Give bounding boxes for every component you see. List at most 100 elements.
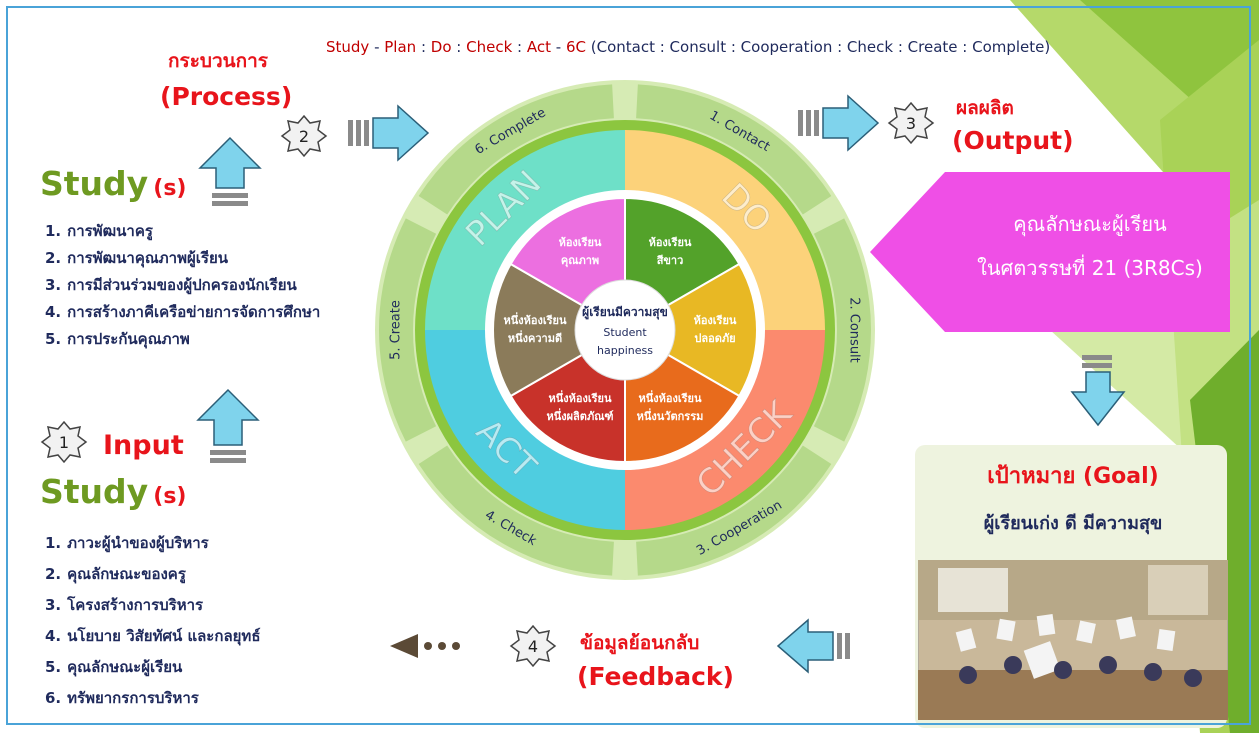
process-thai: กระบวนการ bbox=[168, 50, 269, 72]
list-item-number: 1. bbox=[45, 534, 62, 552]
formula-part: 6C bbox=[565, 38, 586, 56]
list-item-number: 2. bbox=[45, 249, 62, 267]
center-thai: ผู้เรียนมีความสุข bbox=[582, 305, 668, 320]
segment-label-line1: ห้องเรียน bbox=[649, 236, 692, 249]
ring-step-band bbox=[813, 218, 871, 442]
segment-label-line1: ห้องเรียน bbox=[559, 236, 602, 249]
segment-label-line1: หนึ่งห้องเรียน bbox=[503, 312, 566, 327]
list-item-number: 5. bbox=[45, 330, 62, 348]
list-item: 4. นโยบาย วิสัยทัศน์ และกลยุทธ์ bbox=[45, 621, 260, 652]
list-item-text: การพัฒนาครู bbox=[67, 222, 153, 240]
center-en2: happiness bbox=[597, 344, 653, 357]
list-item-number: 4. bbox=[45, 303, 62, 321]
pdca-cycle: ห้องเรียนสีขาวห้องเรียนปลอดภัยหนึ่งห้องเ… bbox=[375, 80, 875, 580]
study-top-list: 1.การพัฒนาครู 2. การพัฒนาคุณภาพผู้เรียน 3. ก… bbox=[45, 218, 320, 353]
step-badge-1-number: 1 bbox=[59, 433, 69, 452]
formula-part: (Contact : Consult : Cooperation : Check… bbox=[585, 38, 1051, 56]
ring-step-label: 2. Consult bbox=[847, 297, 862, 363]
ring-step-band bbox=[379, 218, 437, 442]
list-item-text: โครงสร้างการบริหาร bbox=[67, 596, 204, 614]
formula-part: : bbox=[451, 38, 467, 56]
output-thai: ผลผลิต bbox=[956, 97, 1014, 119]
list-item: 2. การพัฒนาคุณภาพผู้เรียน bbox=[45, 245, 320, 272]
formula-part: Check bbox=[466, 38, 513, 56]
list-item: 3. โครงสร้างการบริหาร bbox=[45, 590, 260, 621]
list-item-number: 2. bbox=[45, 565, 62, 583]
list-item-number: 4. bbox=[45, 627, 62, 645]
formula-part: Act bbox=[526, 38, 551, 56]
formula-part: : bbox=[512, 38, 527, 56]
output-box-text: คุณลักษณะผู้เรียน ในศตวรรษที่ 21 (3R8Cs) bbox=[950, 202, 1230, 290]
list-item-number: 3. bbox=[45, 596, 62, 614]
goal-subtitle: ผู้เรียนเก่ง ดี มีความสุข bbox=[983, 513, 1163, 534]
up-arrow-icon bbox=[198, 136, 262, 206]
down-arrow-icon bbox=[1070, 355, 1126, 427]
formula-part: Do bbox=[430, 38, 452, 56]
center-circle bbox=[574, 279, 676, 381]
up-arrow-icon bbox=[196, 388, 260, 463]
list-item-number: 3. bbox=[45, 276, 62, 294]
feedback-label: (Feedback) bbox=[577, 662, 734, 691]
classroom-photo bbox=[918, 560, 1228, 720]
formula-part: : bbox=[416, 38, 431, 56]
list-item-text: การพัฒนาคุณภาพผู้เรียน bbox=[67, 249, 228, 267]
step-badge-2-number: 2 bbox=[299, 127, 309, 146]
dotted-left-arrow-icon bbox=[390, 634, 460, 658]
segment-label-line2: หนึ่งผลิตภัณฑ์ bbox=[546, 408, 613, 423]
list-item-text: คุณลักษณะผู้เรียน bbox=[67, 658, 183, 676]
process-label: (Process) bbox=[160, 82, 293, 111]
output-box-line1: คุณลักษณะผู้เรียน bbox=[1013, 212, 1167, 236]
list-item-text: การมีส่วนร่วมของผู้ปกครองนักเรียน bbox=[67, 276, 297, 294]
study-top-title: Study (s) bbox=[40, 164, 187, 203]
list-item-text: นโยบาย วิสัยทัศน์ และกลยุทธ์ bbox=[67, 627, 261, 645]
list-item: 6. ทรัพยากรการบริหาร bbox=[45, 683, 260, 714]
output-box bbox=[870, 172, 1230, 332]
segment-label-line2: สีขาว bbox=[656, 254, 683, 267]
formula-part: Plan bbox=[384, 38, 417, 56]
slide-border bbox=[6, 6, 1251, 725]
segment-label-line2: หนึ่งความดี bbox=[508, 330, 562, 345]
step-badge-3-number: 3 bbox=[906, 114, 916, 133]
formula-part: - bbox=[369, 38, 385, 56]
center-en1: Student bbox=[603, 326, 647, 339]
list-item: 5. การประกันคุณภาพ bbox=[45, 326, 320, 353]
list-item: 3. การมีส่วนร่วมของผู้ปกครองนักเรียน bbox=[45, 272, 320, 299]
list-item-text: การประกันคุณภาพ bbox=[67, 330, 190, 348]
goal-title: เป้าหมาย (Goal) bbox=[987, 464, 1159, 489]
list-item: 2.คุณลักษณะของครู bbox=[45, 559, 260, 590]
right-arrow-icon bbox=[348, 104, 430, 162]
segment-label-line1: ห้องเรียน bbox=[694, 314, 737, 327]
ring-step-label: 5. Create bbox=[389, 300, 404, 360]
study-bottom-list: 1. ภาวะผู้นำของผู้บริหาร 2.คุณลักษณะของครู… bbox=[45, 528, 260, 714]
list-item: 4. การสร้างภาคีเครือข่ายการจัดการศึกษา bbox=[45, 299, 320, 326]
ring-step-band bbox=[418, 445, 614, 576]
feedback-thai: ข้อมูลย้อนกลับ bbox=[580, 632, 700, 654]
list-item: 1.การพัฒนาครู bbox=[45, 218, 320, 245]
list-item-number: 5. bbox=[45, 658, 62, 676]
ring-step-band bbox=[636, 84, 832, 215]
segment-label-line1: หนึ่งห้องเรียน bbox=[638, 390, 701, 405]
list-item-text: ภาวะผู้นำของผู้บริหาร bbox=[67, 534, 209, 552]
segment-label-line1: หนึ่งห้องเรียน bbox=[548, 390, 611, 405]
study-bottom-title: Study (s) bbox=[40, 472, 187, 511]
segment-label-line2: หนึ่งนวัตกรรม bbox=[637, 408, 704, 423]
list-item-number: 6. bbox=[45, 689, 62, 707]
ring-step-band bbox=[636, 445, 832, 576]
segment-label-line2: ปลอดภัย bbox=[694, 332, 735, 345]
top-formula: Study - Plan : Do : Check : Act - 6C (Co… bbox=[326, 38, 1050, 56]
output-label: (Output) bbox=[952, 126, 1074, 155]
formula-part: Study bbox=[326, 38, 370, 56]
input-label: Input bbox=[103, 430, 184, 461]
output-box-line2: ในศตวรรษที่ 21 (3R8Cs) bbox=[977, 256, 1203, 280]
ring-step-band bbox=[418, 84, 614, 215]
right-arrow-icon bbox=[798, 94, 880, 152]
formula-part: - bbox=[551, 38, 566, 56]
list-item: 5. คุณลักษณะผู้เรียน bbox=[45, 652, 260, 683]
list-item-text: การสร้างภาคีเครือข่ายการจัดการศึกษา bbox=[67, 303, 321, 321]
list-item-text: ทรัพยากรการบริหาร bbox=[67, 689, 199, 707]
output-box-shape bbox=[870, 172, 1230, 332]
segment-label-line2: คุณภาพ bbox=[561, 254, 599, 268]
step-badge-4-number: 4 bbox=[528, 637, 538, 656]
